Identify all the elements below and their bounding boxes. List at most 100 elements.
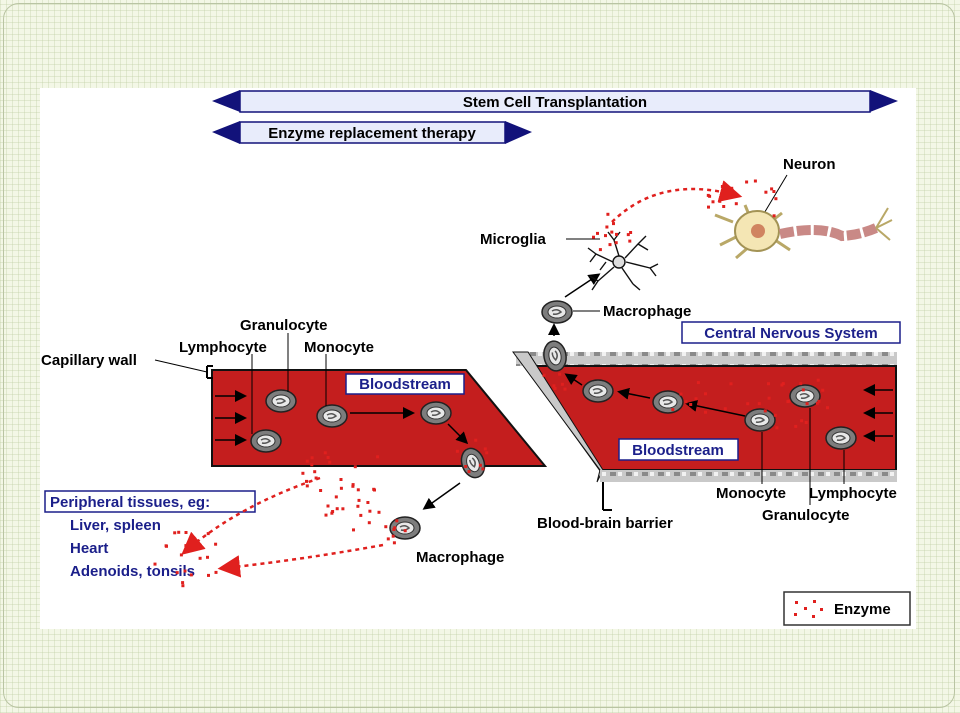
enzyme-dot	[720, 185, 724, 188]
enzyme-dot	[392, 528, 396, 531]
enzyme-dot	[628, 239, 632, 243]
enzyme-dot	[560, 382, 564, 386]
enzyme-dot	[324, 513, 328, 517]
enzyme-dot	[764, 190, 768, 194]
tissue-adenoids-tonsils: Adenoids, tonsils	[70, 563, 195, 580]
enzyme-dot	[483, 447, 487, 451]
enzyme-dot	[181, 584, 185, 588]
enzyme-dot	[331, 510, 335, 513]
lymphocyte-cell-right	[825, 426, 857, 450]
enzyme-dot	[816, 378, 820, 382]
enzyme-dot	[805, 402, 809, 406]
enzyme-dot	[767, 396, 771, 400]
enzyme-dot	[626, 233, 630, 237]
enzyme-dot	[184, 544, 188, 548]
enzyme-dot	[305, 484, 309, 488]
cns-box	[681, 321, 901, 344]
enzyme-dot	[592, 235, 595, 239]
enzyme-dot	[356, 504, 360, 508]
enzyme-dot	[301, 471, 305, 475]
stem-cell-banner: Stem Cell Transplantation	[212, 90, 898, 113]
enzyme-dot	[377, 510, 381, 514]
bloodstream-label-right: Bloodstream	[632, 442, 724, 459]
enzyme-dot	[386, 537, 390, 541]
enzyme-dot	[175, 571, 179, 575]
enzyme-dot	[615, 232, 618, 236]
tissue-heart: Heart	[70, 540, 108, 557]
enzyme-dot	[801, 388, 805, 392]
enzyme-dot	[339, 486, 343, 490]
enzyme-dot	[718, 199, 722, 203]
enzyme-dot	[173, 531, 177, 535]
neuron-label: Neuron	[783, 156, 836, 173]
enzyme-dot	[352, 528, 355, 532]
enzyme-dot	[704, 410, 707, 414]
enzyme-dot	[206, 555, 209, 559]
left-migration-arrows	[350, 407, 469, 510]
enzyme-dot	[310, 463, 314, 467]
stem-cell-label: Stem Cell Transplantation	[463, 94, 647, 111]
enzyme-dot	[598, 248, 602, 252]
enzyme-dot	[164, 544, 168, 548]
right-migration-arrows	[548, 273, 746, 417]
enzyme-dot	[767, 382, 770, 386]
enzyme-dot	[774, 197, 778, 201]
enzyme-dot	[707, 205, 710, 209]
enzyme-dot	[485, 451, 489, 455]
enzyme-dot	[753, 179, 757, 183]
enzyme-dot	[199, 545, 203, 549]
enzyme-dot	[679, 392, 683, 396]
enzyme-dot	[553, 387, 557, 390]
enzyme-dot	[722, 205, 726, 208]
enzyme-dot	[179, 553, 183, 557]
enzyme-dot	[817, 399, 821, 403]
enzyme-dot	[464, 465, 468, 468]
enzyme-dot	[614, 241, 618, 245]
microglia-label: Microglia	[480, 231, 547, 248]
bloodstream-box-right	[618, 438, 739, 461]
enzyme-dot	[671, 408, 675, 412]
cns-label: Central Nervous System	[704, 325, 877, 342]
microglia-cell	[587, 231, 659, 291]
enzyme-dot	[610, 230, 614, 234]
enzyme-dot	[214, 570, 218, 574]
enzyme-dot	[757, 402, 761, 406]
enzyme-dot	[305, 479, 308, 483]
enzyme-dot	[745, 180, 749, 184]
enzyme-dot	[359, 513, 363, 517]
enzyme-dot	[734, 202, 738, 206]
enzyme-dot	[474, 438, 478, 442]
macrophage-label-right: Macrophage	[603, 303, 691, 320]
enzyme-dot	[366, 501, 370, 504]
enzyme-dot	[373, 488, 376, 492]
enzyme-dot	[706, 193, 710, 197]
enzyme-dot	[694, 397, 698, 401]
enzyme-dot	[563, 387, 567, 391]
enzyme-dot	[821, 388, 825, 392]
enzyme-dot	[730, 186, 734, 190]
enzyme-dot	[629, 231, 633, 234]
monocyte-label-left: Monocyte	[304, 339, 374, 356]
enzyme-dot	[730, 188, 734, 192]
enzyme-therapy-banner: Enzyme replacement therapy	[212, 121, 532, 144]
enzyme-dot	[367, 521, 371, 525]
neuron-cell	[714, 204, 893, 260]
enzyme-dot	[177, 530, 181, 534]
enzyme-dot	[775, 426, 779, 430]
enzyme-dot	[189, 573, 193, 577]
enzyme-dot	[391, 534, 395, 538]
granulocyte-cell-right	[789, 384, 821, 408]
enzyme-therapy-label: Enzyme replacement therapy	[268, 125, 476, 142]
enzyme-dots	[153, 179, 829, 588]
enzyme-paths-left	[181, 476, 384, 578]
cell-migrating-right	[652, 390, 684, 414]
enzyme-dot	[403, 529, 407, 533]
enzyme-dot	[356, 488, 360, 492]
enzyme-dot	[376, 455, 380, 459]
enzyme-dot	[328, 460, 332, 464]
enzyme-dot	[357, 498, 361, 502]
right-flow-arrows	[863, 384, 893, 442]
enzyme-dot	[319, 489, 323, 492]
enzyme-dot	[214, 542, 218, 546]
enzyme-dot	[198, 556, 202, 560]
